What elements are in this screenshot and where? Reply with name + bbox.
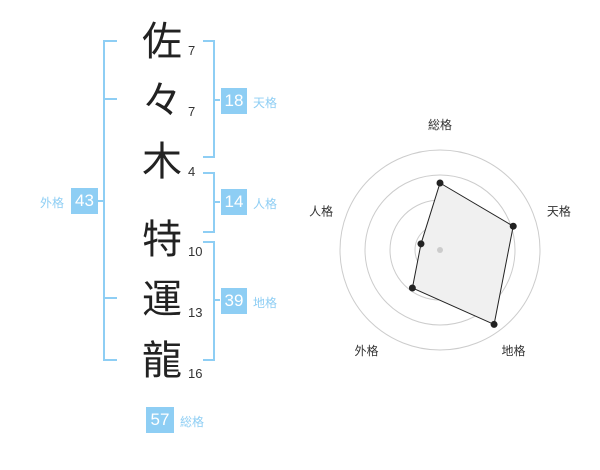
name-char-2: 々	[142, 78, 182, 124]
radar-label-tenkaku: 天格	[547, 203, 571, 218]
stroke-count-6: 16	[188, 366, 203, 381]
gaikaku-badge: 43	[71, 188, 98, 214]
radar-label-gaikaku: 外格	[354, 343, 378, 358]
radar-label-soukaku: 総格	[428, 117, 452, 132]
radar-point	[436, 179, 444, 187]
name-char-4: 特	[142, 217, 182, 263]
radar-point	[417, 240, 425, 248]
radar-point	[490, 320, 498, 328]
name-char-5: 運	[142, 277, 182, 323]
radar-ring	[339, 149, 541, 351]
radar-point	[408, 284, 416, 292]
stroke-count-3: 4	[188, 164, 196, 179]
stroke-count-5: 13	[188, 305, 203, 320]
name-char-3: 木	[142, 139, 182, 185]
stroke-count-2: 7	[188, 104, 196, 119]
jinkaku-label: 人格	[253, 197, 278, 211]
radar-points	[408, 179, 517, 328]
radar-label-jinkaku: 人格	[309, 203, 333, 218]
stroke-count-4: 10	[188, 244, 203, 259]
chikaku-label: 地格	[253, 296, 278, 310]
chikaku-badge: 39	[221, 288, 247, 314]
gaikaku-label: 外格	[40, 196, 65, 210]
soukaku-badge: 57	[146, 407, 174, 433]
tenkaku-label: 天格	[253, 96, 278, 110]
soukaku-label: 総格	[180, 415, 205, 429]
radar-label-chikaku: 地格	[501, 343, 525, 358]
stroke-count-1: 7	[188, 43, 196, 58]
radar-area	[411, 182, 514, 326]
jinkaku-badge: 14	[221, 189, 247, 215]
radar-ring	[364, 174, 516, 326]
name-char-1: 佐	[142, 19, 182, 65]
tenkaku-badge: 18	[221, 88, 247, 114]
name-char-6: 龍	[142, 338, 182, 384]
radar-point	[509, 222, 517, 230]
radar-center	[437, 247, 443, 253]
